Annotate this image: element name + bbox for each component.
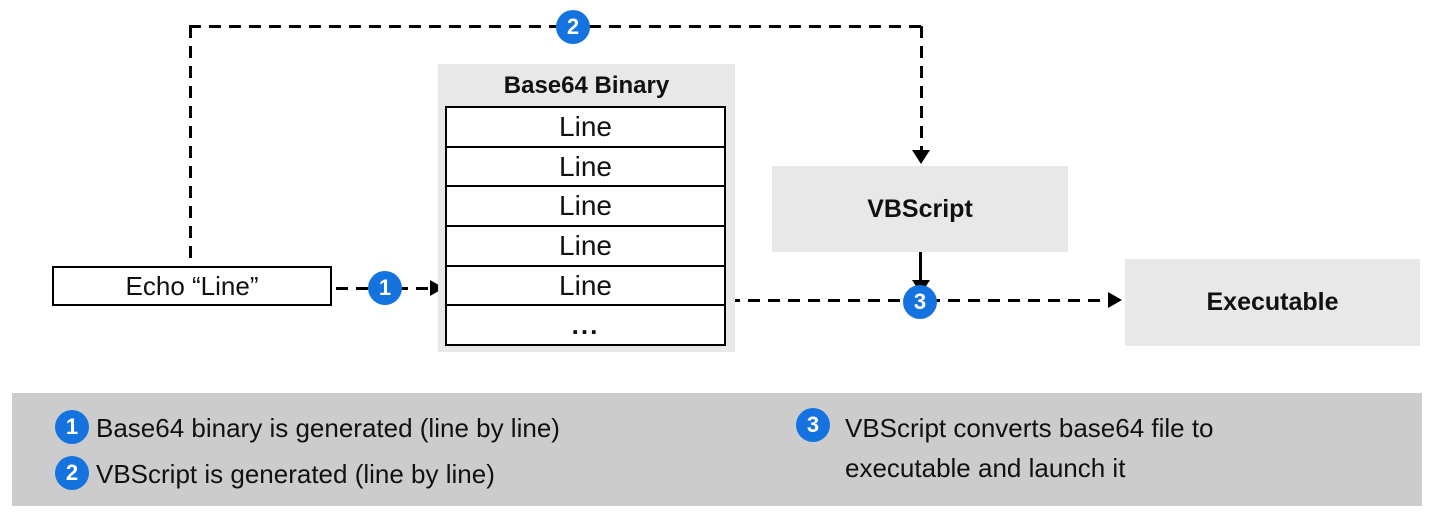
executable-box: Executable (1125, 259, 1420, 346)
step-badge-1: 1 (368, 271, 402, 305)
table-row: Line (447, 148, 724, 188)
table-row: ... (571, 309, 600, 340)
table-row: Line (447, 267, 724, 307)
arrowhead-right-icon (1108, 292, 1122, 308)
legend-step-badge-1: 1 (55, 410, 89, 444)
echo-line-box: Echo “Line” (52, 266, 332, 306)
legend-item-text-2: VBScript is generated (line by line) (96, 459, 495, 489)
vbscript-box: VBScript (772, 166, 1068, 252)
legend-item-text-1: Base64 binary is generated (line by line… (96, 413, 560, 443)
base64-table: Line Line Line Line Line ... (445, 106, 726, 346)
vbscript-label: VBScript (867, 194, 973, 223)
step-badge-3: 3 (903, 285, 937, 319)
connector-step2-left-vertical (189, 26, 192, 266)
legend-item-text-3: VBScript converts base64 file to executa… (845, 413, 1214, 483)
legend-step-badge-2: 2 (55, 456, 89, 490)
executable-label: Executable (1206, 288, 1339, 316)
legend-step-badge-3: 3 (796, 408, 830, 442)
table-row: Line (447, 227, 724, 267)
connector-step2-horizontal (189, 25, 922, 28)
legend-panel (12, 393, 1422, 506)
connector-vbscript-down-vertical (919, 252, 922, 281)
table-row: Line (447, 108, 724, 148)
echo-line-label: Echo “Line” (125, 270, 259, 301)
base64-binary-title: Base64 Binary (503, 72, 670, 99)
arrowhead-down-icon (912, 150, 930, 164)
step-badge-2: 2 (556, 10, 590, 44)
table-row: Line (447, 187, 724, 228)
connector-step2-right-vertical (920, 26, 923, 150)
